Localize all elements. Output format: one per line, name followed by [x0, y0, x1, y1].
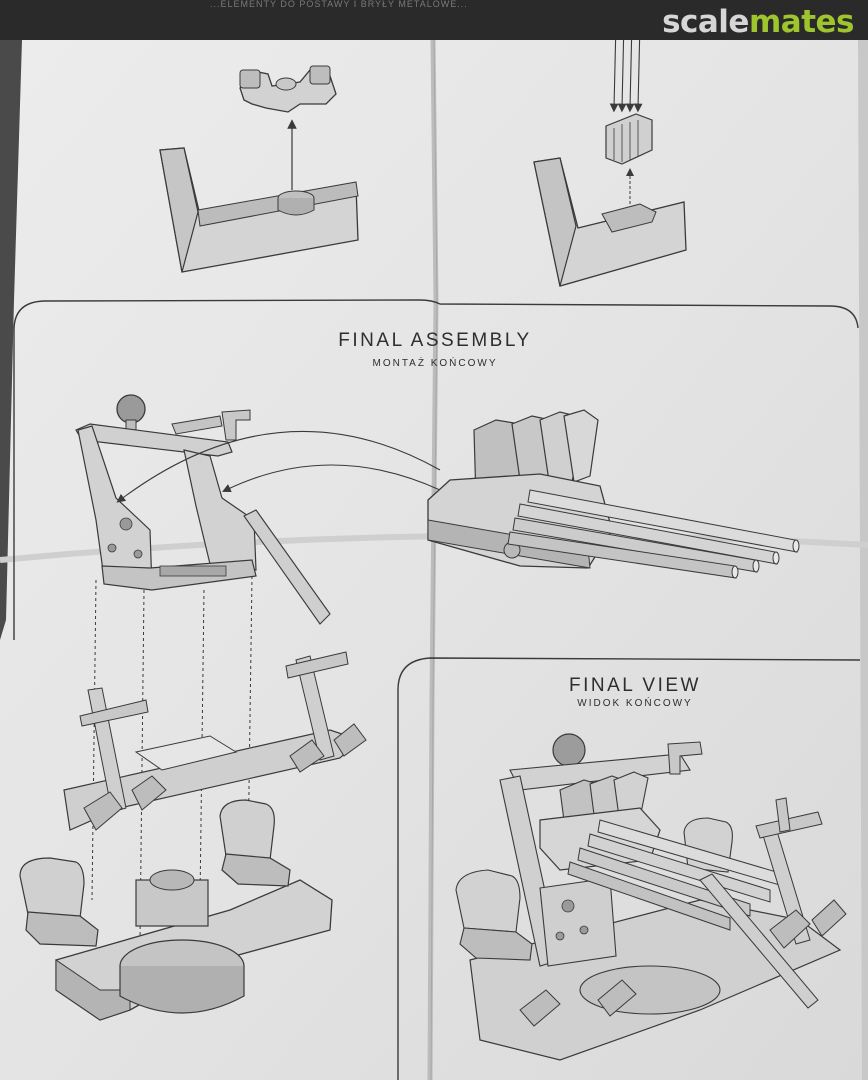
right-foot-pedal [289, 739, 325, 773]
upper-mount-frame [75, 394, 441, 625]
socket-body [277, 198, 315, 216]
bracket-right-seat [601, 203, 657, 233]
barrels [507, 489, 798, 579]
magazine-4 [563, 409, 599, 483]
left-seat-cushion [25, 911, 99, 947]
scalemates-logo[interactable]: scalemates [662, 4, 854, 40]
bottom-base [19, 799, 333, 1021]
final-view-subtitle: WIDOK KOŃCOWY [577, 698, 693, 709]
final-assembly-title: FINAL ASSEMBLY [338, 330, 532, 351]
left-side-plate [77, 425, 153, 589]
mount-left-block [239, 69, 261, 89]
mount-right-block [309, 65, 331, 85]
header-fragment: ...ELEMENTY DO POSTAWY I BRYŁY METALOWE.… [210, 0, 468, 9]
final-assembly-frame [13, 299, 859, 640]
left-edge-shadow [0, 40, 22, 640]
step-top-left [159, 65, 359, 273]
left-foot-pedal [83, 791, 123, 831]
magazine-part [605, 113, 653, 165]
right-seat-back [219, 799, 275, 861]
final-view-title: FINAL VIEW [569, 675, 701, 696]
middle-base [63, 729, 362, 831]
middle-base-frame [63, 651, 367, 831]
step-top-right [533, 19, 687, 287]
watermark-bar [0, 0, 868, 40]
quad-gun-block [427, 409, 800, 579]
final-view-assembly [455, 733, 847, 1061]
left-handle [79, 699, 149, 727]
assembly-arrow-left [116, 430, 441, 503]
mount-center-knob [275, 77, 297, 91]
right-handle [171, 415, 223, 435]
right-lever [295, 655, 335, 761]
center-pedestal [135, 879, 209, 927]
left-seat-back [19, 857, 85, 919]
logo-part-2: mates [748, 4, 855, 40]
barrel-muzzles [731, 539, 800, 579]
sight-ball [116, 394, 146, 424]
l-bracket-post [159, 147, 199, 273]
right-handle [285, 651, 349, 679]
bracket-right-post [533, 157, 577, 287]
right-side-plate [183, 449, 257, 571]
right-edge-shadow [858, 40, 868, 1080]
final-assembly-subtitle: MONTAŻ KOŃCOWY [372, 358, 498, 369]
aiming-pole [243, 509, 331, 625]
final-view-frame [397, 657, 861, 1080]
assembly-arrow-right [222, 464, 441, 493]
logo-part-1: scale [662, 4, 749, 40]
right-seat-cushion [221, 853, 291, 887]
